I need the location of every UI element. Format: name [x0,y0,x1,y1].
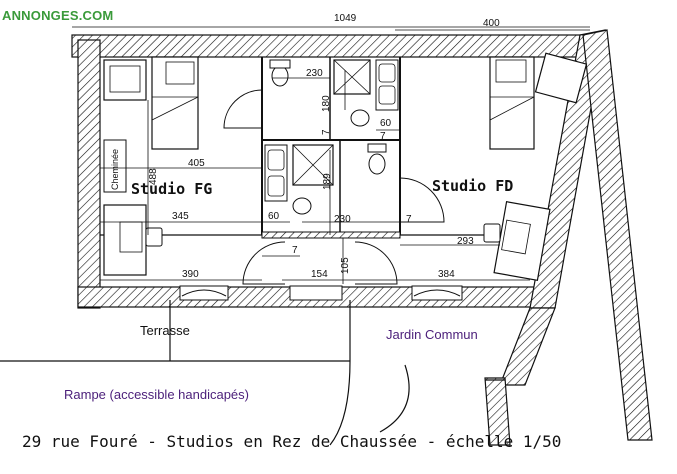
dim-60-right: 60 [380,118,392,129]
dim-105: 105 [340,257,351,274]
chimney-label: Cheminée [110,148,120,190]
bathroom-fixtures [264,59,399,215]
dim-7-a: 7 [380,131,386,142]
room-label-studio-fd: Studio FD [432,177,514,195]
dimension-lines [72,26,590,284]
dim-7-c: 7 [406,214,412,225]
garden-label: Jardin Commun [386,327,478,342]
dim-384: 384 [438,269,455,280]
dim-overall-width: 1049 [334,13,357,24]
chimney [103,139,127,193]
dim-488: 488 [148,168,159,185]
exterior-walls [71,29,653,446]
room-label-studio-fg: Studio FG [131,180,213,198]
bottom-openings [179,285,463,301]
dim-230-top: 230 [306,68,323,79]
terrace-garden-lines [0,300,505,446]
dim-60-left: 60 [268,211,280,222]
dim-293: 293 [457,236,474,247]
dim-7-d: 7 [292,245,298,256]
ramp-label: Rampe (accessible handicapés) [64,387,249,402]
plan-caption: 29 rue Fouré - Studios en Rez de Chaussé… [22,432,562,451]
interior-walls [100,57,540,239]
dim-154: 154 [311,269,328,280]
site-watermark: ANNONGES.COM [2,8,114,23]
bed-right [489,52,588,150]
dim-230-mid: 230 [334,214,351,225]
dim-390: 390 [182,269,199,280]
dim-right-width: 400 [483,18,500,29]
terrace-label: Terrasse [140,323,190,338]
desk-left [103,204,163,276]
door-swings [223,89,445,285]
dim-345: 345 [172,211,189,222]
dim-189: 189 [322,173,333,190]
dim-405: 405 [188,158,205,169]
desk-right [483,201,551,281]
bed-left [103,56,199,150]
dim-7-b: 7 [321,129,332,135]
dim-180: 180 [321,95,332,112]
